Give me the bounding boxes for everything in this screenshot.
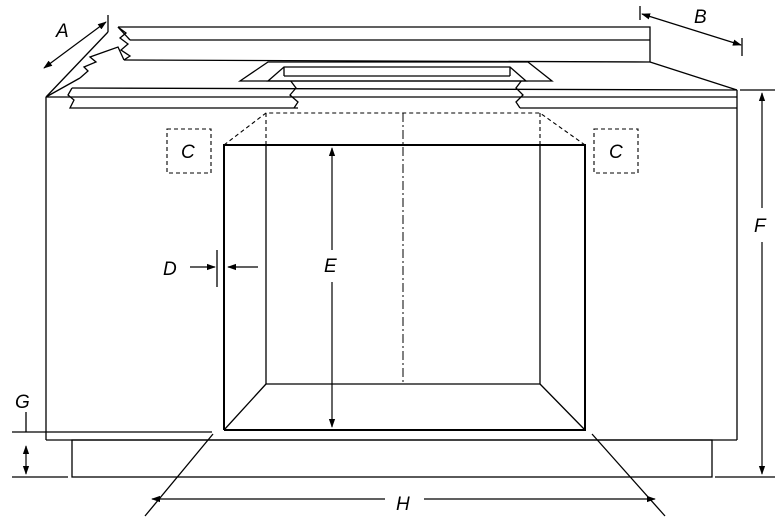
fireplace-body [45,97,738,441]
label-h: H [396,494,410,515]
firebox [223,112,586,431]
label-f: F [754,216,767,237]
label-b: B [694,7,707,28]
label-e: E [324,256,337,277]
dimension-a [43,15,109,69]
dimension-h [144,433,666,517]
label-a: A [55,21,69,42]
dimension-f [715,89,775,478]
c-box-right [593,128,639,174]
label-c-left: C [181,142,195,163]
dimension-g [12,412,212,478]
mantel-top [45,26,738,109]
label-c-right: C [609,142,623,163]
label-g: G [15,392,30,413]
hearth-base [71,439,713,478]
dimension-d [190,250,258,287]
c-box-left [166,128,212,174]
dimension-b [639,6,743,56]
label-d: D [163,259,177,280]
